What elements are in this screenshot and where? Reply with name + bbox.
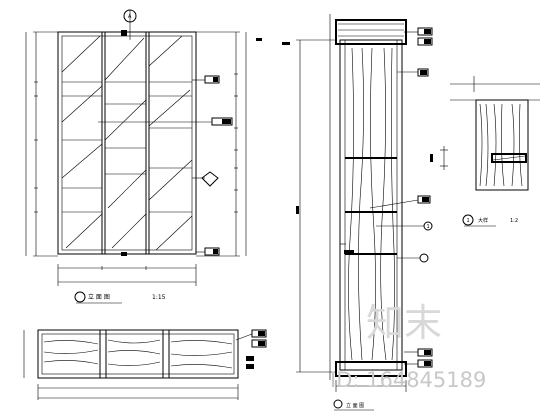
cabinet-plan-section <box>23 329 267 400</box>
left-elevation-title: 立 面 图 1:15 <box>74 291 166 304</box>
detail-title-text: 大样 <box>478 217 488 224</box>
detail-view: 1 大样 1:2 <box>430 76 540 227</box>
elevation-leader-tags <box>98 75 233 256</box>
watermark: 知末 ID: 164845189 <box>330 301 486 392</box>
right-section-title: 立 面 图 <box>333 399 374 411</box>
section-marker-label: A <box>128 14 132 20</box>
right-title-text: 立 面 图 <box>346 402 364 409</box>
left-scale-text: 1:15 <box>152 294 166 301</box>
watermark-brand: 知末 <box>366 301 442 345</box>
cabinet-side-section <box>282 14 407 392</box>
right-dimension-chain <box>196 31 262 257</box>
watermark-id: ID: 164845189 <box>330 368 486 392</box>
detail-scale-text: 1:2 <box>510 218 518 224</box>
section-marker: A <box>121 9 137 40</box>
side-section-leader-tags: 1 <box>340 27 433 368</box>
ref-marker-text: 1 <box>427 224 430 230</box>
bottom-dimension-chain <box>57 252 197 286</box>
left-title-text: 立 面 图 <box>88 293 110 301</box>
left-dimension-chain <box>25 31 58 257</box>
cabinet-front-elevation <box>57 31 197 255</box>
detail-circle-text: 1 <box>467 218 470 224</box>
